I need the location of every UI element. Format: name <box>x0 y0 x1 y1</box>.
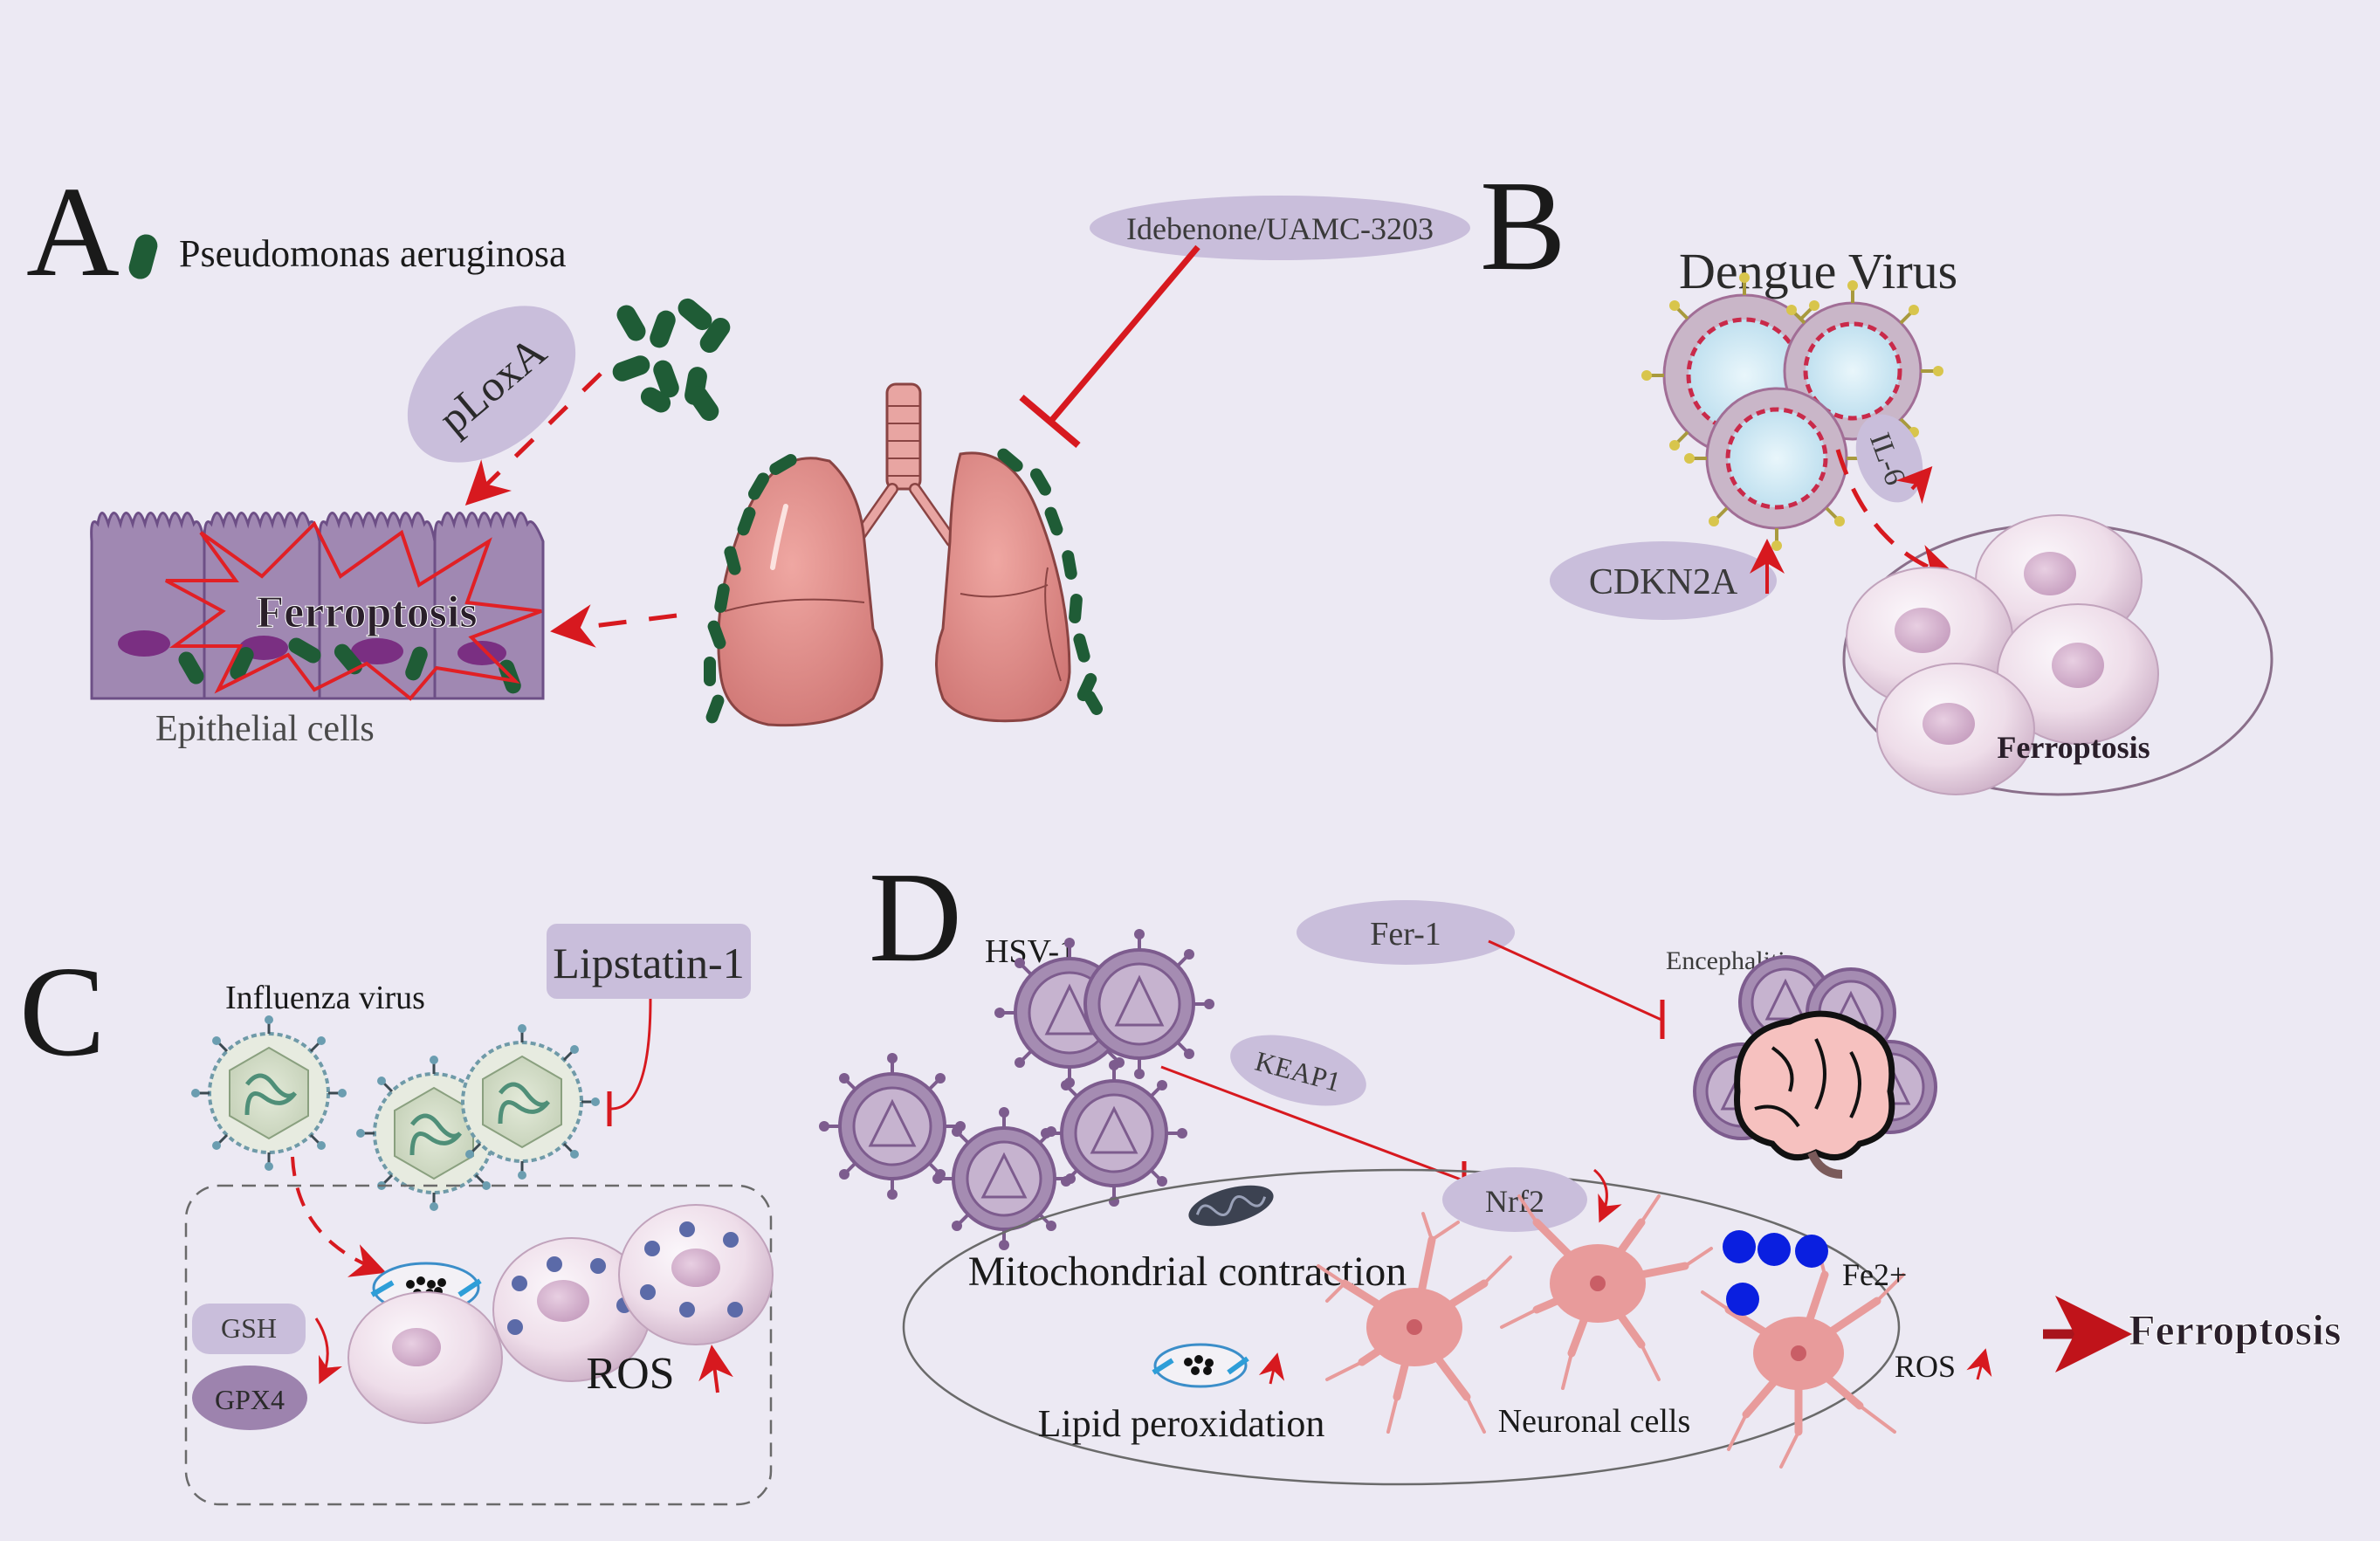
ploxa-oval: pLoxA <box>407 306 576 463</box>
lipstatin-box <box>547 924 751 999</box>
influenza-label: Influenza virus <box>225 980 425 1016</box>
panel-b-letter: B <box>1480 155 1566 298</box>
nrf2-down-arrow <box>1593 1168 1622 1223</box>
panel-d-ros-label: ROS <box>1895 1349 1956 1384</box>
idebenone-label: Idebenone/UAMC-3203 <box>1126 211 1434 246</box>
bacterium-legend-icon <box>128 234 158 279</box>
il6-up-arrow <box>1895 466 1933 505</box>
lipid-up-arrow <box>1258 1352 1285 1385</box>
hsv-virus-cluster <box>819 929 1214 1250</box>
cdkn2a-label: CDKN2A <box>1589 562 1738 602</box>
epithelial-cells-label: Epithelial cells <box>155 709 375 749</box>
fer1-inhibition-line <box>1488 939 1662 1022</box>
panel-d-letter: D <box>869 846 962 989</box>
lipid-droplet-d <box>1152 1343 1249 1388</box>
panel-a-letter: A <box>26 161 120 304</box>
neuronal-cells-label: Neuronal cells <box>1498 1403 1691 1440</box>
panel-b-cells <box>1846 514 2159 795</box>
lipstatin-label: Lipstatin-1 <box>553 939 744 987</box>
keap1-inhibition-line <box>1160 1065 1464 1182</box>
nrf2-label: Nrf2 <box>1485 1184 1544 1219</box>
keap1-oval: KEAP1 <box>1230 1035 1366 1106</box>
dengue-virus-label: Dengue Virus <box>1679 243 1957 299</box>
cdkn2a-oval <box>1550 541 1777 620</box>
panel-c-ros-label: ROS <box>586 1349 674 1399</box>
panel-d-ros-up-arrow <box>1966 1348 1992 1380</box>
panel-d: D HSV-1 <box>819 846 2342 1486</box>
epithelial-cells: Ferroptosis <box>90 512 545 701</box>
fer1-oval <box>1297 900 1515 965</box>
idebenone-inhibition-bar <box>1019 394 1081 449</box>
mito-label: Mitochondrial contraction <box>968 1249 1407 1295</box>
panel-b: B Dengue Virus <box>1480 155 2273 796</box>
mitochondrion-icon <box>1188 1185 1274 1227</box>
influenza-virus-cluster <box>191 1015 600 1211</box>
fer1-label: Fer-1 <box>1370 916 1441 953</box>
panel-d-cell-region <box>902 1168 1901 1486</box>
brain-icon <box>1734 1010 1895 1161</box>
lung-to-cells-arrow <box>550 604 678 648</box>
lungs <box>704 382 1103 727</box>
ferroptosis-burst <box>165 520 542 701</box>
panel-a: A Pseudomonas aeruginosa pLoxA <box>26 161 1470 749</box>
gpx4-oval <box>192 1366 307 1430</box>
panel-d-ferroptosis-label: Ferroptosis <box>2129 1305 2341 1354</box>
bacteria-to-cells-arrow <box>464 372 602 506</box>
lipid-label: Lipid peroxidation <box>1038 1402 1325 1445</box>
panel-c-letter: C <box>19 940 106 1084</box>
panel-c: C Influenza virus Lipstatin-1 <box>19 924 774 1506</box>
dengue-virus-cluster <box>1641 272 1943 551</box>
gpx4-label: GPX4 <box>215 1384 285 1415</box>
panel-c-cells <box>347 1204 774 1424</box>
panel-b-ferroptosis-label: Ferroptosis <box>1997 730 2150 765</box>
lipstatin-inhibition-line <box>610 998 652 1111</box>
bacteria-cluster <box>612 298 731 422</box>
nrf2-oval <box>1442 1167 1587 1232</box>
virus-to-cell-arrow-c <box>291 1156 387 1277</box>
gsh-label: GSH <box>221 1312 277 1344</box>
iron-ions <box>1723 1230 1828 1316</box>
panel-c-ros-up-arrow <box>698 1345 733 1393</box>
panel-a-ferroptosis-label: Ferroptosis <box>256 588 477 637</box>
fe2-label: Fe2+ <box>1842 1257 1907 1292</box>
gsh-box <box>192 1304 306 1354</box>
idebenone-inhibition-line <box>1049 244 1200 423</box>
neuronal-cells <box>1317 1194 1905 1469</box>
inhibitor-oval-a <box>1090 196 1470 260</box>
panel-c-cell-region <box>184 1184 773 1506</box>
gsh-down-arrow <box>314 1317 342 1385</box>
virus-to-cells-arrow <box>1835 449 1960 587</box>
brain-virus-cluster <box>1693 955 1937 1179</box>
species-label: Pseudomonas aeruginosa <box>179 232 567 275</box>
